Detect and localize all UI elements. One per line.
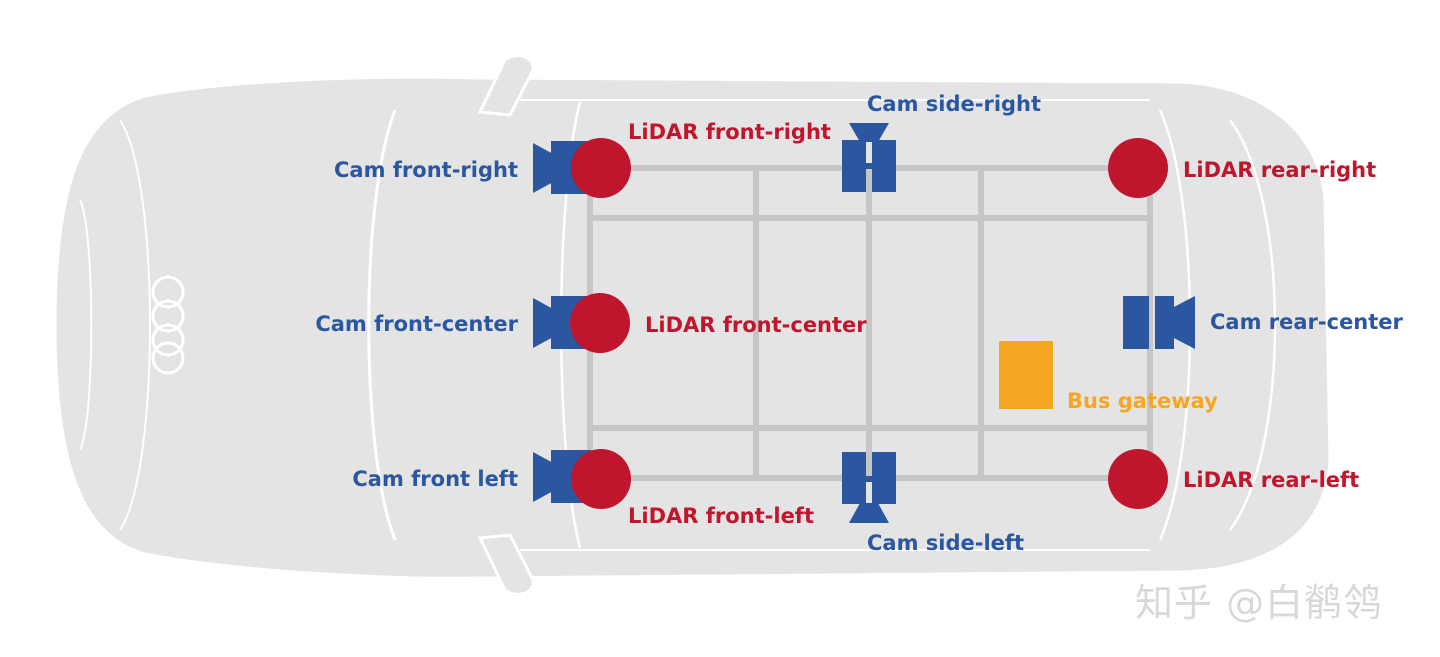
hood-line (119, 119, 151, 531)
car-silhouette (53, 75, 1332, 580)
lidar-front-right-label: LiDAR front-right (628, 120, 831, 144)
frame-post-rear (1147, 165, 1153, 481)
brand-logo (151, 275, 185, 375)
cam-front-left-label: Cam front left (352, 467, 518, 491)
lidar-rear-left-label: LiDAR rear-left (1183, 468, 1360, 492)
cam-rear-center-icon (1123, 296, 1195, 349)
cam-side-right-label: Cam side-right (867, 92, 1042, 116)
lidar-front-right-icon (571, 138, 631, 198)
tailgate-line (1228, 119, 1277, 531)
lidar-front-center-label: LiDAR front-center (645, 313, 867, 337)
windshield-line (367, 109, 397, 541)
lidar-front-left-label: LiDAR front-left (628, 504, 814, 528)
mirror-right (477, 54, 535, 117)
bus-gateway-box (999, 341, 1053, 409)
lidar-rear-right-icon (1108, 138, 1168, 198)
cam-side-right-icon (842, 123, 896, 192)
cam-side-left-label: Cam side-left (867, 531, 1025, 555)
lidar-rear-left-icon (1108, 449, 1168, 509)
watermark-text: 知乎 @白鹡鸰 (1135, 581, 1383, 625)
lidar-front-left-icon (571, 449, 631, 509)
lidar-rear-right-label: LiDAR rear-right (1183, 158, 1377, 182)
grille-line (79, 199, 93, 451)
car-body (53, 54, 1332, 596)
frame-post-3 (866, 165, 872, 481)
bus-gateway-label: Bus gateway (1067, 389, 1218, 413)
cam-front-right-label: Cam front-right (334, 158, 518, 182)
lidar-front-center-icon (570, 293, 630, 353)
mirror-left (477, 533, 535, 596)
frame-post-2 (753, 165, 759, 481)
frame-post-4 (978, 165, 984, 481)
cam-side-left-icon (842, 452, 896, 523)
cam-rear-center-label: Cam rear-center (1210, 310, 1403, 334)
cam-front-center-label: Cam front-center (315, 312, 518, 336)
